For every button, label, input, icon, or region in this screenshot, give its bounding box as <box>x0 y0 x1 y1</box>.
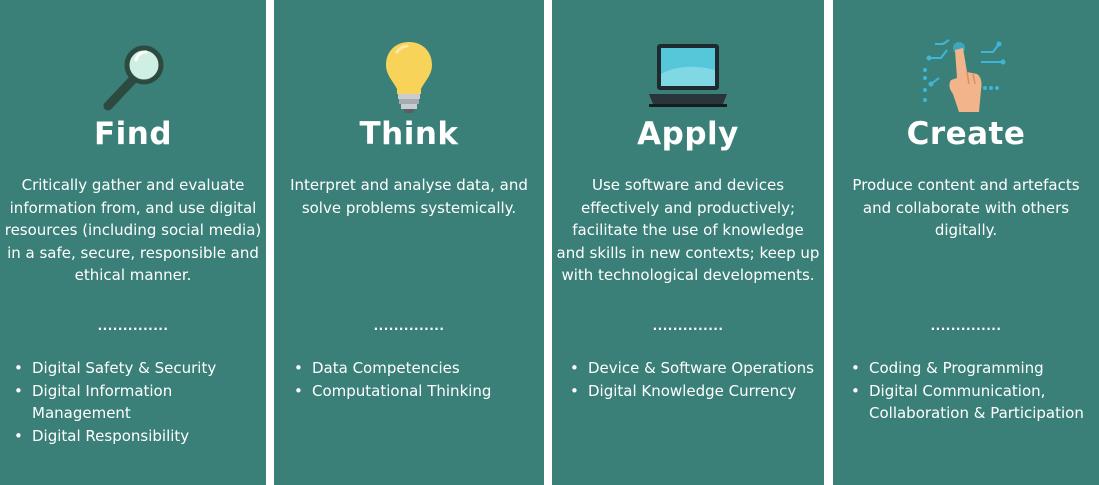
hand-touch-circuit-icon <box>921 38 1011 114</box>
panel-description: Produce content and artefacts and collab… <box>852 176 1080 239</box>
panel-title: Think <box>359 116 459 152</box>
panel-description: Interpret and analyse data, and solve pr… <box>290 176 528 217</box>
bullet-list: Device & Software Operations Digital Kno… <box>566 357 814 402</box>
list-item: Digital Safety & Security <box>10 357 260 380</box>
bullet-list: Coding & Programming Digital Communicati… <box>847 357 1093 425</box>
panel-title: Apply <box>637 116 739 152</box>
list-item: Data Competencies <box>290 357 538 380</box>
find-panel: Find Critically gather and evaluate info… <box>0 0 266 485</box>
list-item: Coding & Programming <box>847 357 1093 380</box>
bullet-list: Data Competencies Computational Thinking <box>290 357 538 402</box>
panel-description: Critically gather and evaluate informati… <box>4 176 262 284</box>
list-item: Digital Responsibility <box>10 425 260 448</box>
panel-title: Create <box>906 116 1026 152</box>
panel-title: Find <box>93 116 173 152</box>
laptop-icon <box>643 38 733 114</box>
dotted-divider: .............. <box>652 319 724 333</box>
think-panel: Think Interpret and analyse data, and so… <box>274 0 544 485</box>
apply-panel: Apply Use software and devices effective… <box>552 0 824 485</box>
list-item: Digital Communication, Collaboration & P… <box>847 380 1093 425</box>
light-bulb-icon <box>364 38 454 114</box>
list-item: Digital Knowledge Currency <box>566 380 814 403</box>
dotted-divider: .............. <box>373 319 445 333</box>
list-item: Digital Information Management <box>10 380 260 425</box>
magnifying-glass-icon <box>88 38 178 114</box>
dotted-divider: .............. <box>930 319 1002 333</box>
create-panel: Create Produce content and artefacts and… <box>833 0 1099 485</box>
list-item: Device & Software Operations <box>566 357 814 380</box>
bullet-list: Digital Safety & Security Digital Inform… <box>10 357 260 447</box>
panel-description: Use software and devices effectively and… <box>556 176 820 284</box>
dotted-divider: .............. <box>97 319 169 333</box>
list-item: Computational Thinking <box>290 380 538 403</box>
